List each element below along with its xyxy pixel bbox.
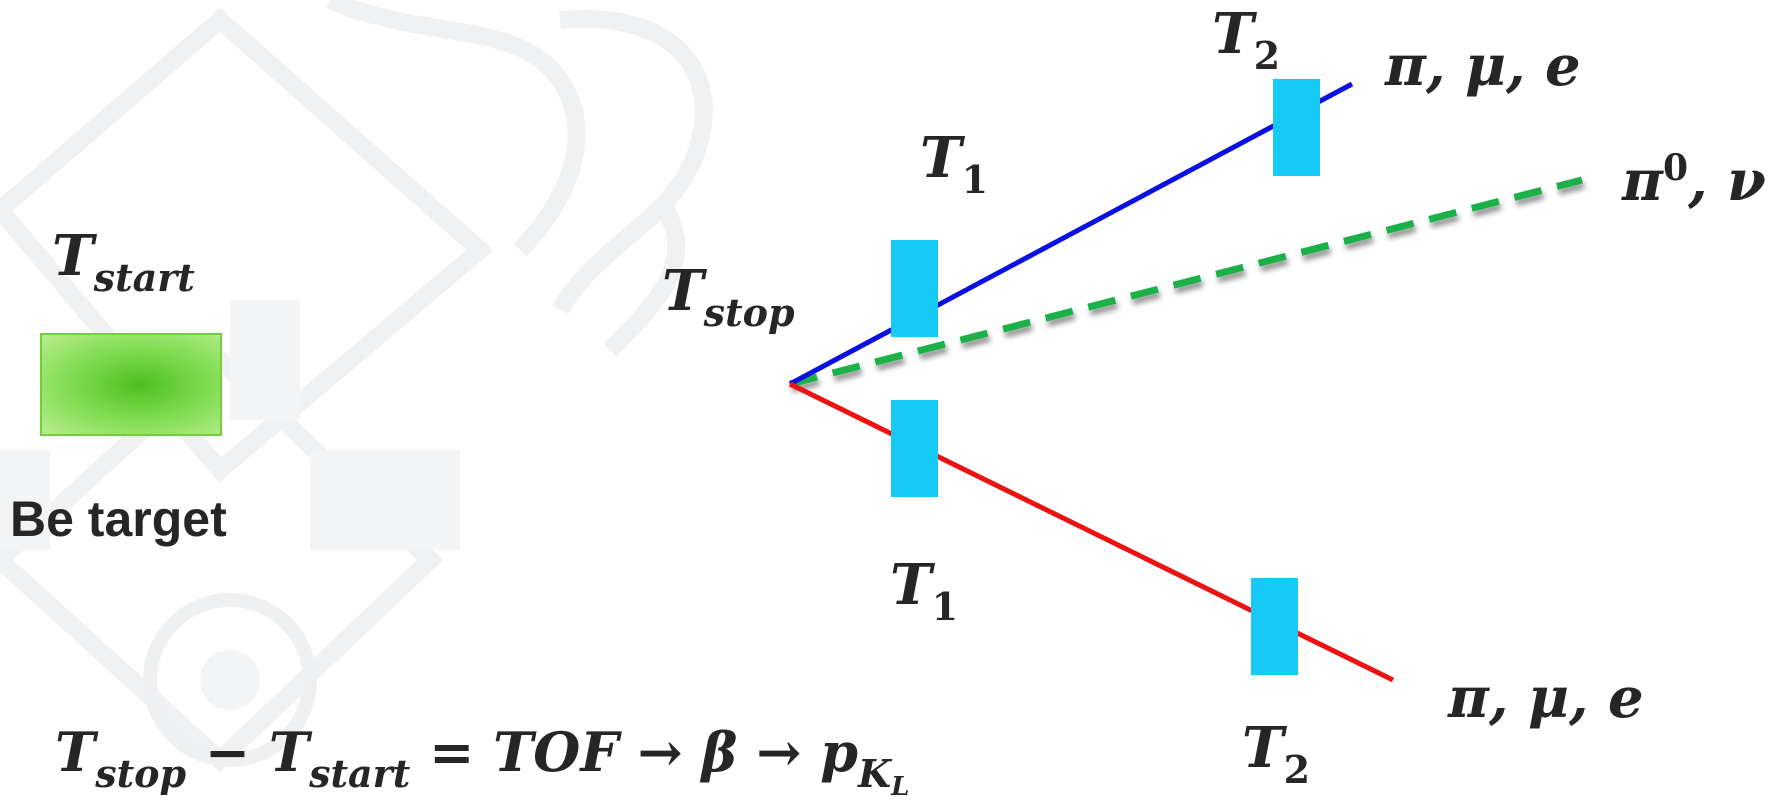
t1-upper-label: T1 xyxy=(920,125,989,202)
lower-charged-track xyxy=(788,381,1395,683)
t2-upper-label: T2 xyxy=(1212,1,1281,78)
lower-products-label: π, μ, e xyxy=(1448,665,1644,731)
upper-charged-track xyxy=(788,81,1354,387)
upper-products-label: π, μ, e xyxy=(1385,33,1581,99)
t1-lower-label: T1 xyxy=(890,552,959,629)
t2-lower-detector xyxy=(1251,578,1298,675)
target-label: Be target xyxy=(10,491,227,547)
t2-lower-label: T2 xyxy=(1242,715,1311,792)
neutral-track xyxy=(789,176,1583,388)
tof-equation: Tstop − Tstart = TOF → β → pKL xyxy=(55,720,910,802)
t1-upper-detector xyxy=(891,240,938,337)
t2-upper-detector xyxy=(1273,79,1320,176)
t-stop-label: Tstop xyxy=(662,258,795,335)
t-start-label: Tstart xyxy=(52,223,195,300)
neutral-products-label: π0, ν xyxy=(1622,147,1766,214)
t1-lower-detector xyxy=(891,400,938,497)
rose-watermark-icon xyxy=(143,593,317,767)
be-target-block xyxy=(40,333,222,436)
